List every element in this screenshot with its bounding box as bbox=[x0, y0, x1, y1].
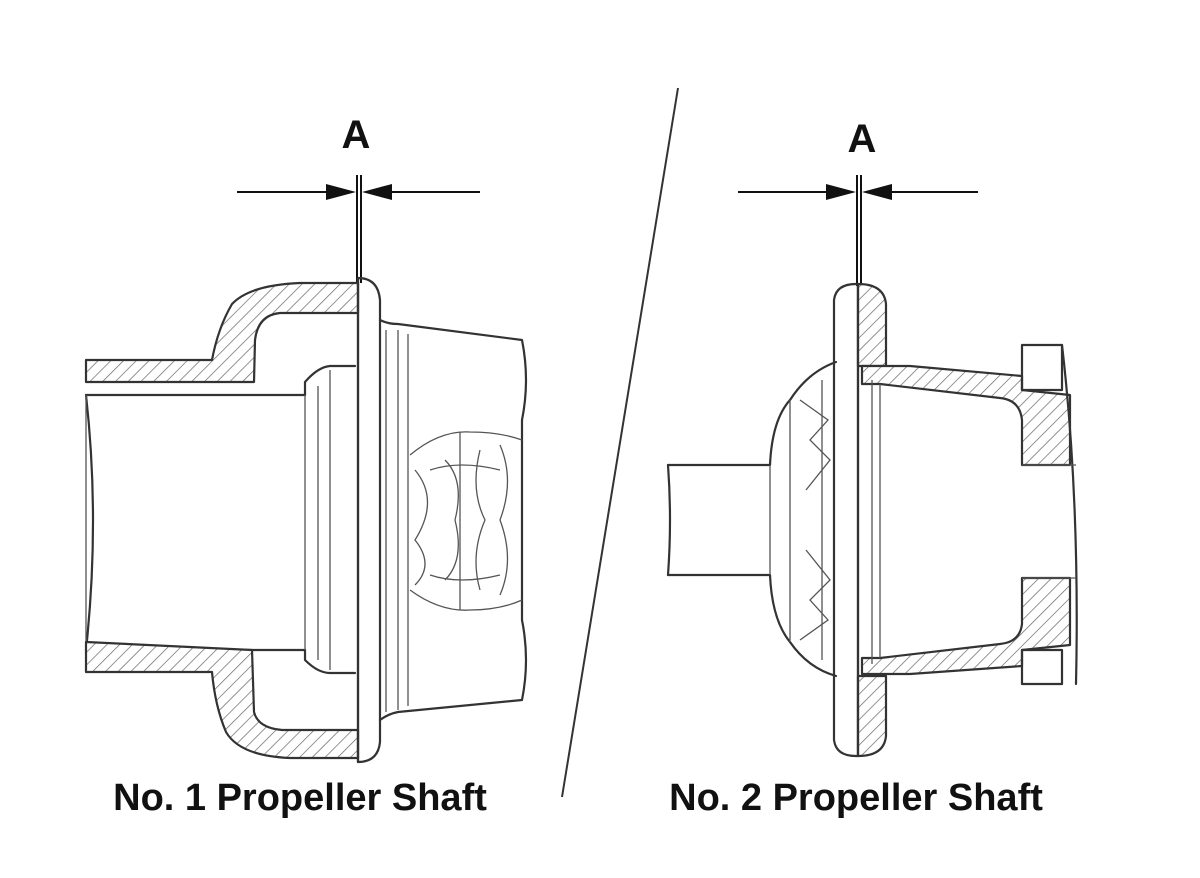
no2-caption: No. 2 Propeller Shaft bbox=[669, 777, 1043, 819]
no1-caption: No. 1 Propeller Shaft bbox=[113, 777, 487, 819]
no2-dimension-label: A bbox=[848, 117, 877, 161]
no2-shaft-drawing bbox=[666, 175, 1078, 758]
no1-dimension-label: A bbox=[342, 113, 371, 157]
separator-line bbox=[561, 87, 679, 798]
no1-shaft-drawing bbox=[84, 175, 528, 764]
no1-dimension-a bbox=[237, 175, 480, 283]
no2-dimension-a bbox=[738, 175, 978, 286]
